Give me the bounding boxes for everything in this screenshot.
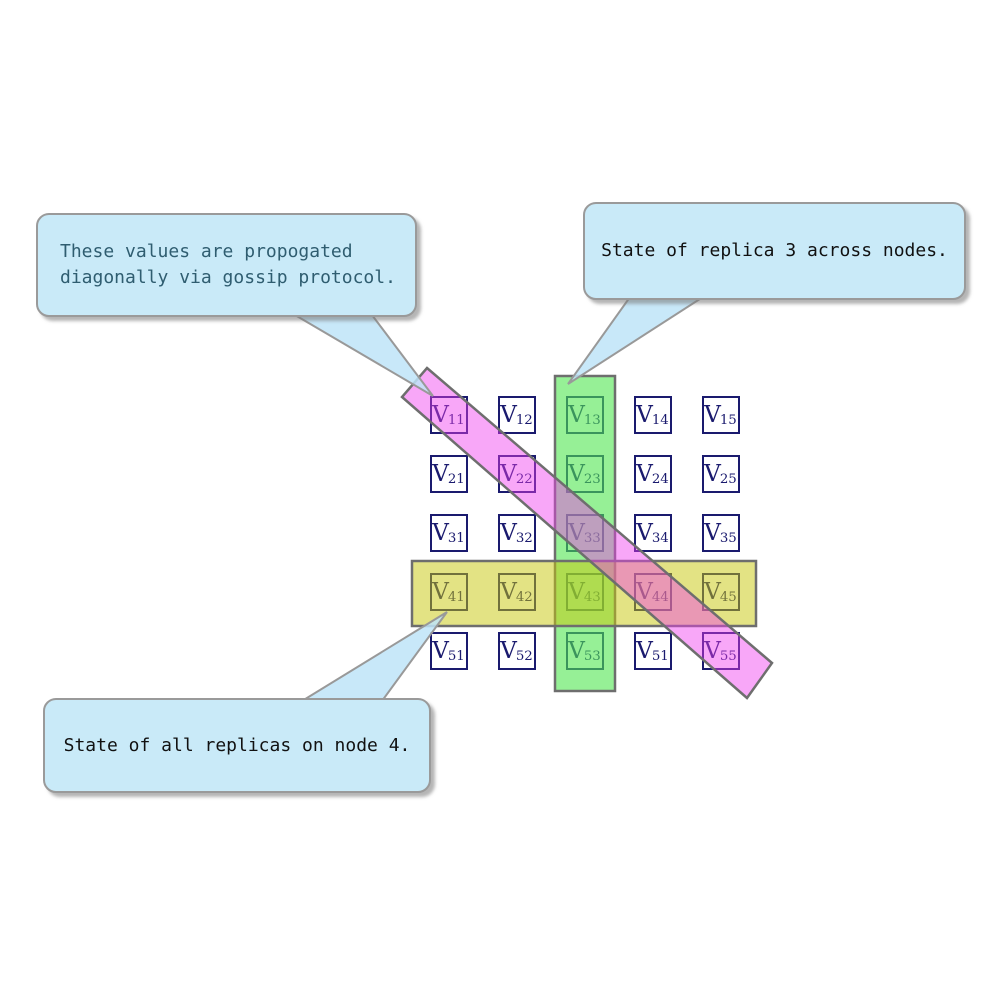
replica-column-highlight — [553, 374, 617, 693]
gossip-callout-bubble: These values are propogated diagonally v… — [36, 213, 417, 317]
node4-callout-text: State of all replicas on node 4. — [63, 734, 411, 756]
replica3-callout-tail-icon — [567, 296, 707, 385]
replica3-callout-text: State of replica 3 across nodes. — [601, 240, 948, 261]
node4-callout-bubble: State of all replicas on node 4. — [43, 698, 431, 793]
gossip-callout-line1: These values are propogated — [60, 241, 353, 262]
node4-callout-tail-icon — [298, 611, 448, 702]
node-row-highlight — [410, 559, 758, 628]
gossip-diagonal-highlight — [400, 366, 774, 700]
gossip-callout-tail-icon — [291, 314, 434, 397]
replica3-callout-bubble: State of replica 3 across nodes. — [583, 202, 966, 300]
gossip-callout-line2: diagonally via gossip protocol. — [60, 267, 396, 288]
